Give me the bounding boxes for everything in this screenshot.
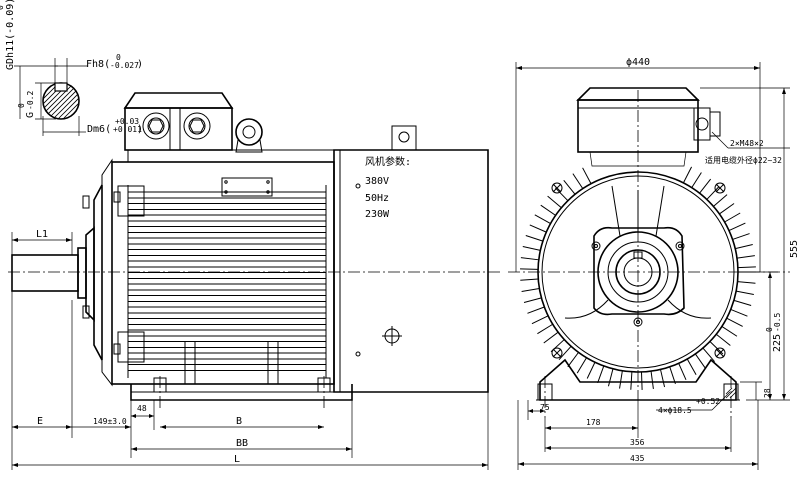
- dim-foot-48: 48: [137, 404, 147, 413]
- fan-params-frequency: 50Hz: [365, 193, 389, 204]
- svg-text:): ): [137, 124, 143, 135]
- svg-text:-0.2: -0.2: [26, 91, 35, 110]
- dim-555: 555: [789, 240, 800, 258]
- holes-callout: 4×ϕ18.5: [658, 406, 692, 415]
- shaft-dia-label: Dm6(: [87, 124, 111, 135]
- keyway-width-label: Fh8(: [86, 59, 110, 70]
- dim-B: B: [236, 416, 242, 427]
- svg-text:0: 0: [765, 327, 774, 332]
- fan-params-title: 风机参数:: [365, 155, 411, 168]
- side-view: 风机参数: 380V 50Hz 230W L1: [8, 92, 500, 470]
- terminal-box: [123, 92, 234, 151]
- end-shield: [564, 185, 712, 327]
- dim-75: 75: [540, 403, 550, 412]
- cable-gland-right: [183, 112, 211, 140]
- svg-text:+0.03: +0.03: [115, 117, 139, 126]
- dim-E: E: [37, 416, 43, 427]
- svg-text:0: 0: [17, 103, 26, 108]
- gland-callout: 2×M48×2: [730, 139, 764, 148]
- svg-text:-0.027: -0.027: [110, 61, 139, 70]
- shaft-cross-section: Fh8( 0 -0.027 ) Dm6( +0.03 +0.011 ) GDh1…: [0, 0, 143, 136]
- dim-BB: BB: [236, 438, 248, 449]
- front-view: ϕ440 555 225 -0.5 0 28 2×M48×2 适用电缆外径ϕ22…: [508, 57, 800, 470]
- svg-text:): ): [137, 59, 143, 70]
- dim-356: 356: [630, 438, 645, 447]
- dim-178: 178: [586, 418, 601, 427]
- fan-params-power: 230W: [365, 209, 390, 220]
- side-cooling-fins: [127, 191, 327, 371]
- key-height-label: GDh11(-0.09): [5, 0, 16, 70]
- cable-callout: 适用电缆外径ϕ22~32: [705, 155, 782, 165]
- dim-435: 435: [630, 454, 645, 463]
- dim-L: L: [234, 454, 240, 465]
- svg-text:+0.011: +0.011: [113, 125, 142, 134]
- cable-gland-left: [142, 112, 170, 140]
- shaft-extension: [11, 254, 79, 292]
- cowl-bolts: [551, 182, 726, 359]
- depth-label: G: [25, 112, 36, 118]
- dim-flange-offset: 149±3.0: [93, 417, 127, 426]
- svg-text:+0.52: +0.52: [696, 397, 720, 406]
- svg-text:-0.5: -0.5: [773, 313, 782, 332]
- front-cooling-fins: [520, 166, 756, 390]
- dim-phi-440: ϕ440: [626, 57, 650, 68]
- dim-225: 225: [772, 334, 783, 352]
- dim-L1: L1: [36, 229, 48, 240]
- nameplate: [221, 177, 273, 197]
- fan-params-voltage: 380V: [365, 176, 389, 187]
- dim-28: 28: [763, 388, 772, 398]
- svg-text:0: 0: [116, 53, 121, 62]
- svg-text:0: 0: [0, 5, 5, 10]
- front-terminal-box: [576, 87, 721, 167]
- fan-junction-box: [391, 125, 417, 151]
- lifting-eye: [235, 118, 263, 153]
